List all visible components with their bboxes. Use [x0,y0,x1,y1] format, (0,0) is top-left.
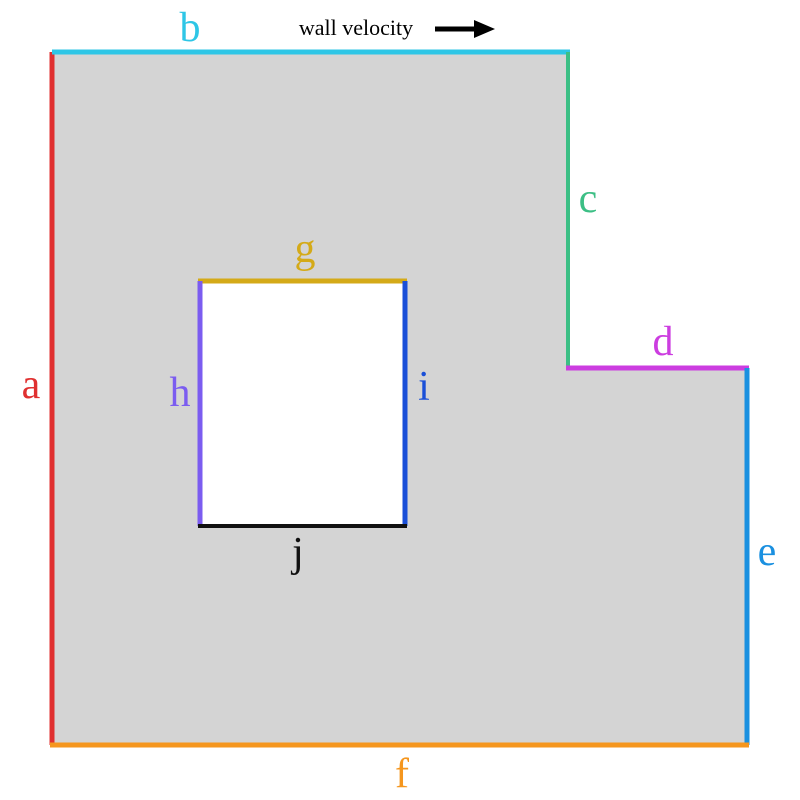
label-j: j [290,530,304,576]
label-a: a [22,362,41,408]
wall-velocity-label: wall velocity [299,15,413,40]
arrow-head [474,20,495,38]
label-d: d [653,319,674,365]
label-h: h [170,370,191,416]
label-b: b [180,5,201,51]
label-e: e [758,529,777,575]
right-arrow-icon [435,20,495,38]
obstacle-hole [200,281,405,526]
label-c: c [579,176,598,222]
label-g: g [295,226,316,272]
label-i: i [418,364,430,410]
label-f: f [395,751,409,797]
